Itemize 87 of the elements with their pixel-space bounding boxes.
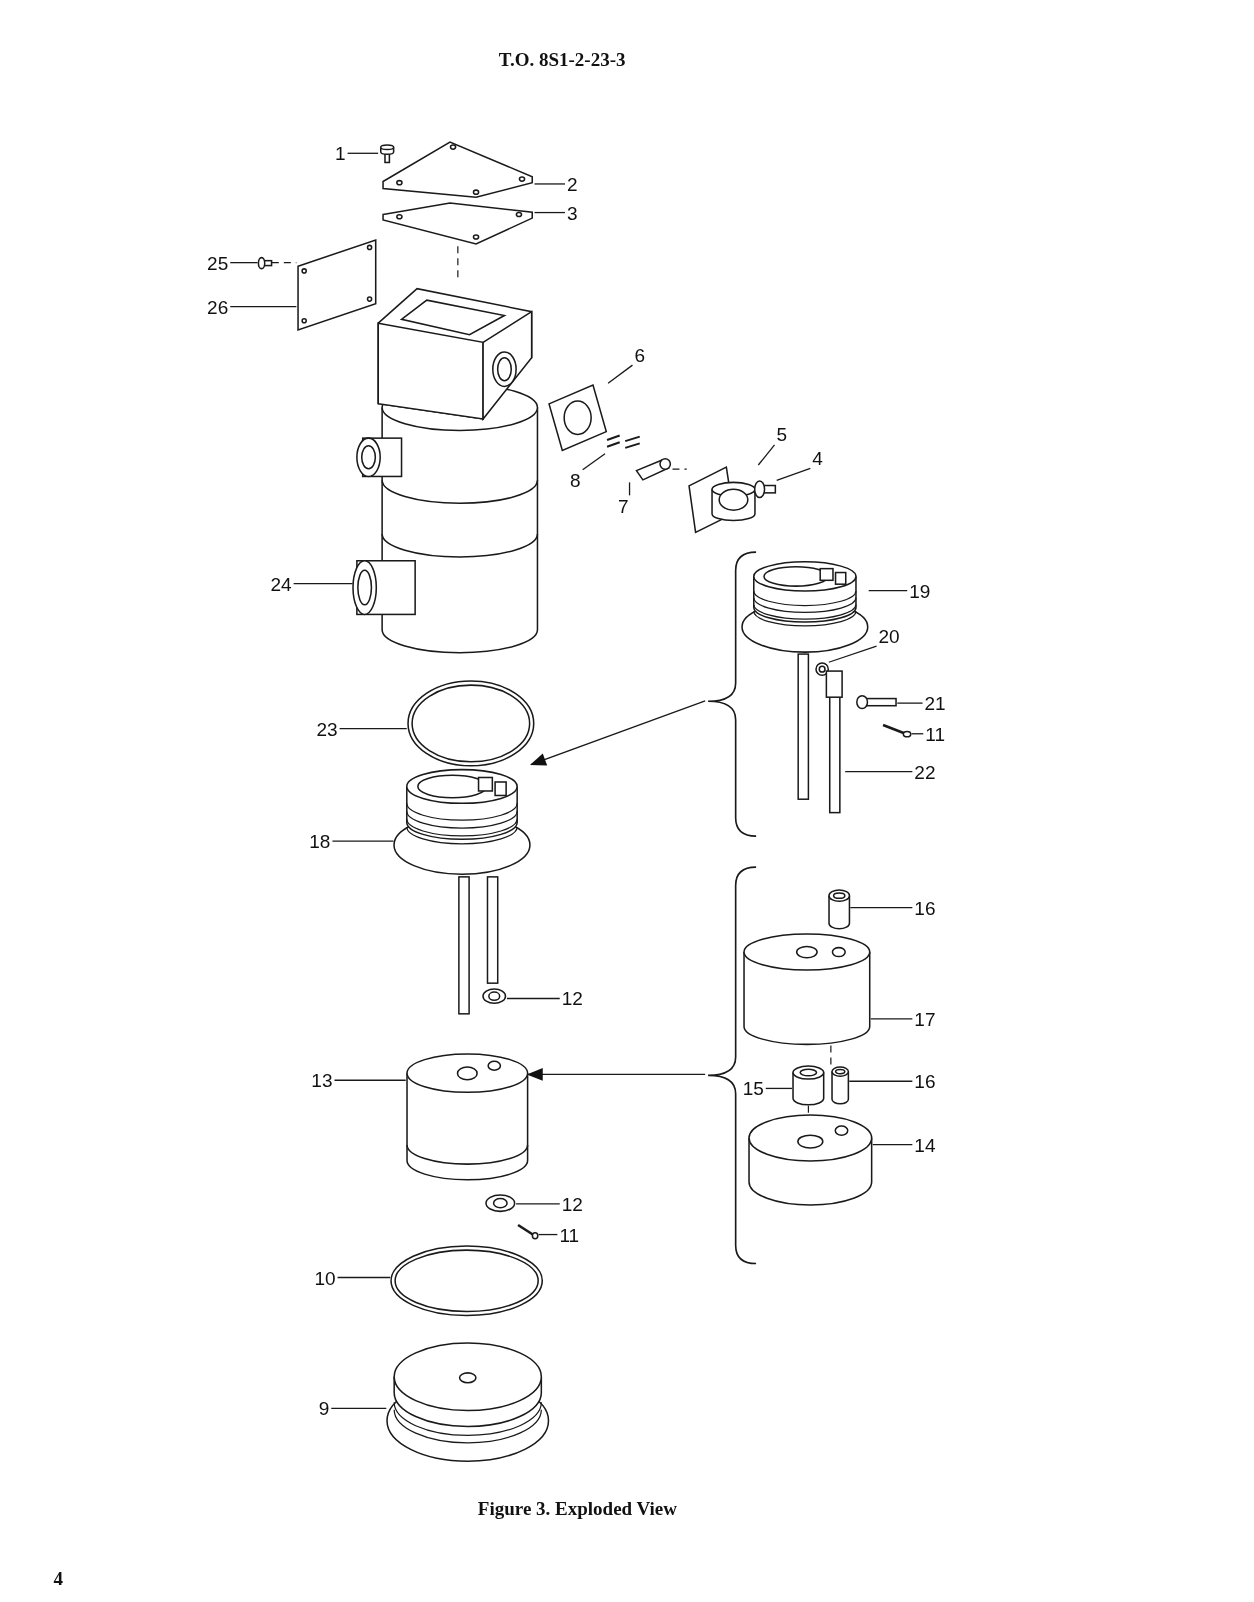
assembly-line	[830, 1044, 832, 1067]
callout-number: 2	[565, 173, 580, 195]
callout-number: 16	[912, 897, 938, 919]
cotter-pin-drawing	[880, 722, 912, 737]
callout-number: 12	[559, 988, 585, 1009]
leader-line	[229, 262, 259, 264]
bushing-drawing	[792, 1064, 825, 1106]
sleeve-drawing	[830, 1065, 850, 1105]
gasket-drawing	[381, 201, 535, 247]
leader-line	[870, 1018, 913, 1020]
callout-number: 7	[616, 495, 631, 517]
sleeve-drawing	[827, 889, 851, 930]
screw-drawing	[257, 256, 272, 269]
callout-number: 8	[568, 469, 583, 491]
callout-number: 17	[912, 1008, 938, 1030]
leader-line	[868, 590, 908, 592]
callout-number: 1	[333, 142, 348, 164]
callout-number: 10	[312, 1267, 338, 1288]
leader-line	[765, 1087, 793, 1090]
leader-line	[330, 1407, 387, 1409]
leader-line	[849, 906, 913, 909]
leader-line	[333, 1079, 407, 1081]
leader-line	[331, 840, 395, 842]
callout-number: 23	[314, 718, 340, 740]
callout-number: 19	[907, 580, 933, 602]
callout-number: 5	[774, 423, 790, 445]
leader-line	[506, 997, 561, 1000]
arrow	[526, 1068, 706, 1081]
callout-number: 9	[316, 1397, 332, 1419]
ring-drawing	[390, 1244, 544, 1317]
cotter-pin-drawing	[516, 1223, 539, 1240]
cylinder-drawing	[405, 1052, 529, 1181]
leader-line	[776, 467, 811, 481]
cover-drawing	[386, 1340, 550, 1464]
callout-number: 21	[922, 692, 948, 714]
leader-line	[533, 211, 566, 214]
leader-line	[336, 1276, 392, 1279]
cover-plate-drawing	[381, 140, 535, 200]
callout-number: 26	[205, 296, 231, 318]
leader-line	[872, 1144, 913, 1146]
leader-line	[628, 481, 631, 497]
callout-number: 15	[740, 1077, 766, 1099]
callout-number: 24	[268, 573, 294, 595]
leader-line	[533, 183, 566, 185]
washer-drawing	[485, 1193, 517, 1213]
callout-number: 20	[876, 625, 902, 647]
nut-drawing	[814, 662, 829, 677]
callout-number: 22	[912, 761, 938, 783]
arrow	[529, 700, 706, 766]
callout-number: 13	[309, 1069, 335, 1091]
callout-number: 4	[810, 447, 825, 469]
callout-number: 11	[923, 723, 947, 745]
screw-drawing	[378, 145, 397, 164]
leader-line	[338, 728, 408, 730]
callout-number: 16	[912, 1070, 938, 1092]
page-number: 4	[53, 1567, 63, 1590]
pin-drawing	[856, 694, 898, 710]
plate-drawing	[296, 238, 379, 333]
bracket	[705, 549, 757, 839]
washer-drawing	[482, 988, 507, 1005]
leader-line	[607, 364, 634, 384]
callout-number: 6	[632, 344, 648, 366]
leader-line	[582, 453, 606, 471]
callout-number: 18	[307, 830, 333, 852]
callout-number: 11	[557, 1224, 582, 1246]
assembly-line	[671, 468, 688, 470]
assembly-line	[807, 1105, 809, 1115]
cylinder-drawing	[743, 933, 871, 1046]
leader-line	[844, 770, 913, 773]
leader-line	[229, 305, 298, 308]
leader-line	[537, 1233, 559, 1236]
leader-line	[515, 1203, 561, 1205]
callout-number: 3	[565, 202, 580, 224]
connector-drawing	[686, 465, 759, 535]
leader-line	[757, 444, 776, 466]
ring-drawing	[406, 679, 535, 767]
leader-line	[896, 702, 924, 704]
callout-number: 25	[205, 252, 231, 274]
disc-drawing	[748, 1113, 873, 1206]
document-number: T.O. 8S1-2-23-3	[498, 49, 626, 72]
gasket-drawing	[546, 383, 609, 453]
leader-line	[848, 1080, 913, 1082]
callout-number: 14	[912, 1134, 938, 1156]
leader-line	[346, 152, 379, 154]
callout-number: 12	[559, 1193, 585, 1215]
screw-drawing	[754, 480, 777, 499]
figure-caption: Figure 3. Exploded View	[477, 1498, 677, 1521]
